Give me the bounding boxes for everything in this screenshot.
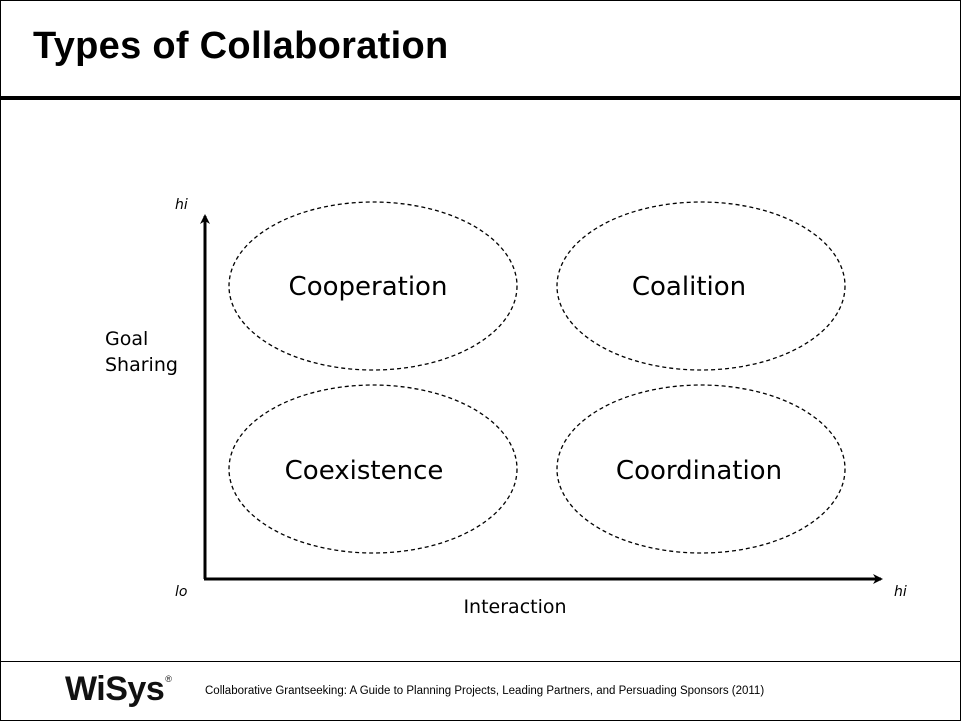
registered-mark: ® [165, 674, 172, 684]
x-axis-high-label: hi [894, 584, 907, 600]
wisys-logo: WiSys® [65, 670, 172, 708]
logo-text: WiSys [65, 670, 165, 708]
quadrant-label-coexistence: Coexistence [285, 456, 444, 486]
quadrant-ellipse-cooperation [228, 201, 518, 371]
quadrant-ellipse-coexistence [228, 384, 518, 554]
y-axis-high-label: hi [175, 197, 188, 213]
footer-citation: Collaborative Grantseeking: A Guide to P… [205, 685, 765, 697]
quadrant-ellipse-coordination [556, 384, 846, 554]
y-axis-low-label: lo [175, 584, 187, 600]
y-axis-title-line1: Goal [105, 328, 148, 350]
x-axis-title: Interaction [463, 596, 566, 618]
slide-title: Types of Collaboration [33, 25, 449, 67]
quadrant-label-coordination: Coordination [616, 456, 782, 486]
quadrant-label-coalition: Coalition [632, 272, 746, 302]
quadrant-label-cooperation: Cooperation [289, 272, 448, 302]
footer-divider [1, 661, 960, 662]
title-bar: Types of Collaboration [1, 1, 960, 100]
y-axis-title-line2: Sharing [105, 354, 178, 376]
quadrant-ellipse-coalition [556, 201, 846, 371]
